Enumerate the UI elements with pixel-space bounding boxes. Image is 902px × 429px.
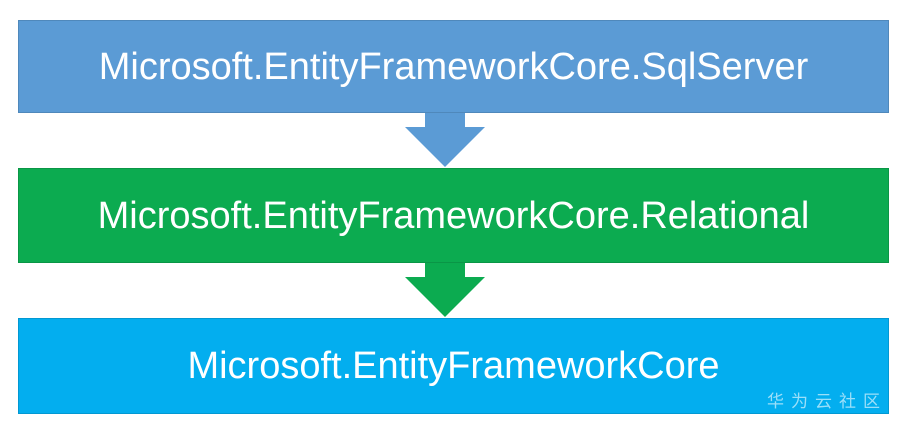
layer-sqlserver: Microsoft.EntityFrameworkCore.SqlServer (18, 20, 889, 113)
layer-relational: Microsoft.EntityFrameworkCore.Relational (18, 168, 889, 263)
watermark: 华为云社区 (767, 392, 887, 411)
layer-core-label: Microsoft.EntityFrameworkCore (187, 345, 720, 387)
layer-core: Microsoft.EntityFrameworkCore (18, 318, 889, 414)
down-arrow-blue-icon (405, 113, 485, 167)
layer-sqlserver-label: Microsoft.EntityFrameworkCore.SqlServer (98, 45, 809, 88)
down-arrow-green-icon (405, 263, 485, 317)
layer-relational-label: Microsoft.EntityFrameworkCore.Relational (97, 194, 810, 237)
